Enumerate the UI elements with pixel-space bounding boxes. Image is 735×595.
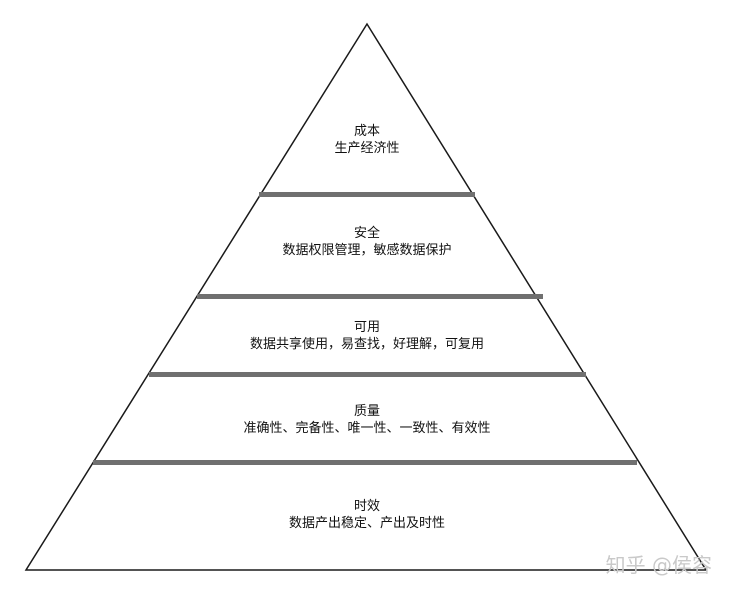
level-security-title: 安全 xyxy=(354,225,380,241)
divider-bar-4 xyxy=(93,460,637,465)
level-cost-title: 成本 xyxy=(354,124,380,139)
level-timeliness-title: 时效 xyxy=(354,499,380,514)
level-usability-detail: 数据共享使用，易查找，好理解，可复用 xyxy=(250,336,484,352)
level-timeliness-detail: 数据产出稳定、产出及时性 xyxy=(289,515,445,531)
level-usability-title: 可用 xyxy=(354,320,380,335)
level-quality-detail: 准确性、完备性、唯一性、一致性、有效性 xyxy=(243,420,490,436)
watermark: 知乎 @侯容 xyxy=(606,553,712,577)
divider-bar-3 xyxy=(149,372,586,377)
level-quality-title: 质量 xyxy=(354,404,380,419)
level-cost-detail: 生产经济性 xyxy=(334,141,399,156)
divider-bar-1 xyxy=(259,192,475,197)
divider-bar-2 xyxy=(197,294,543,299)
level-security-detail: 数据权限管理，敏感数据保护 xyxy=(282,242,451,258)
